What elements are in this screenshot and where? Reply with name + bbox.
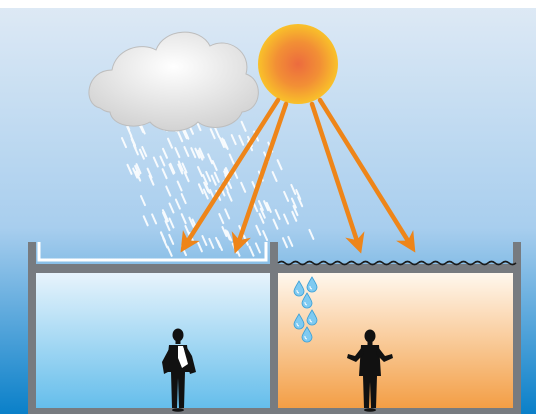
floor	[28, 408, 520, 414]
sun-icon	[258, 24, 338, 104]
warm-room	[278, 272, 514, 410]
center-wall	[270, 242, 278, 414]
cool-room	[34, 272, 270, 410]
left-wall	[28, 242, 36, 414]
right-wall	[513, 242, 521, 414]
top-border	[0, 0, 536, 8]
